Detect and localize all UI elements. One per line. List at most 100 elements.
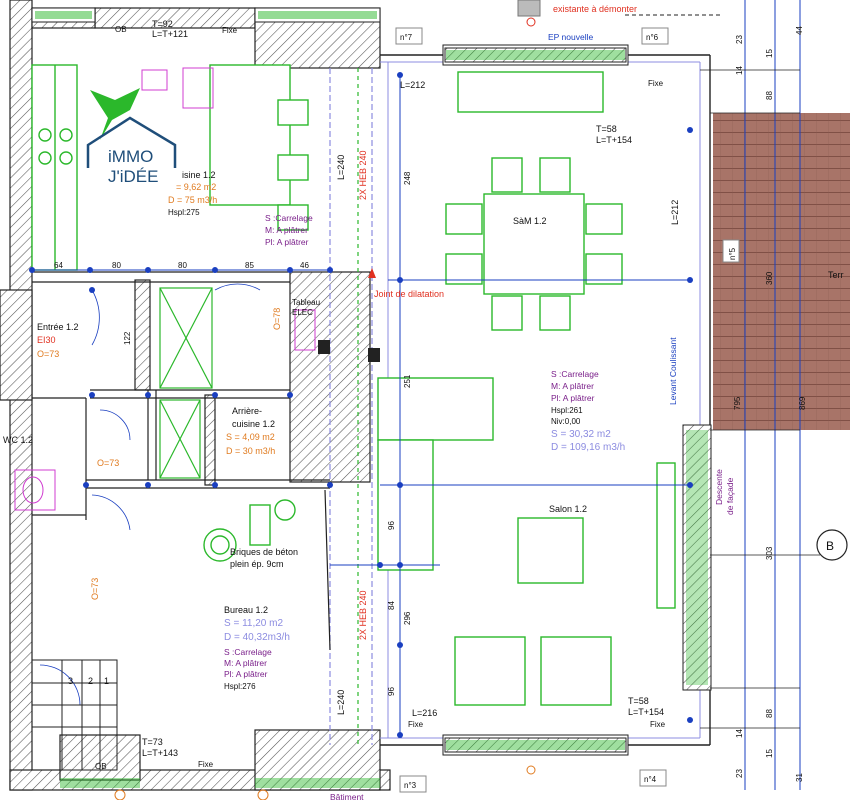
cuisine-name: isine 1.2 [182, 170, 216, 180]
cuisine-murs: M: A plâtrer [265, 225, 308, 235]
dim-96b: 96 [387, 687, 396, 696]
dim-right-795: 795 [733, 396, 742, 410]
sam-name: SàM 1.2 [513, 216, 547, 226]
logo-brand-2: J'iDÉE [108, 167, 158, 186]
dim-right-44: 44 [795, 26, 804, 35]
dim-right-14: 14 [735, 66, 744, 75]
cuisine-surface: = 9,62 m2 [176, 182, 216, 192]
electric-panel [294, 309, 316, 351]
kitchen-furniture [31, 64, 309, 271]
tableau-label-2: ELEC [292, 308, 313, 317]
inner-partitions [32, 68, 373, 745]
dim-right-360: 360 [765, 271, 774, 285]
office-chairs [203, 499, 296, 562]
heb-top-label: 2X HEB 240 [358, 150, 368, 200]
door-swings [39, 283, 261, 706]
heb-bottom-label: 2X HEB 240 [358, 590, 368, 640]
fixe-bottom-right: Fixe [650, 720, 666, 729]
existante-label: existante à démonter [553, 4, 637, 14]
dim-right-869: 869 [798, 396, 807, 410]
bureau-hspl: Hspl:276 [224, 682, 256, 691]
dim-top-46: 46 [300, 261, 309, 270]
toilet [14, 469, 56, 511]
section-marker-b-label: B [826, 539, 834, 553]
facade-label-2: de façade [725, 477, 735, 515]
dim-248: 248 [403, 171, 412, 185]
briques-line-2: plein ép. 9cm [230, 559, 284, 569]
dim-right-23b: 23 [735, 769, 744, 778]
l240-bottom-label: L=240 [336, 690, 346, 715]
stair-step-3: 3 [68, 676, 73, 686]
ob-bottom-label: OB [95, 762, 107, 771]
ref-n7: n°7 [400, 33, 413, 42]
dim-right-31: 31 [795, 773, 804, 782]
ref-n5: n°5 [728, 247, 737, 260]
dim-96a: 96 [387, 521, 396, 530]
cuisine-sol: S :Carrelage [265, 213, 313, 223]
salon-name: Salon 1.2 [549, 504, 587, 514]
stairs [31, 659, 118, 771]
terrace-label: Terr [828, 270, 844, 280]
t92-label: T=92 [152, 19, 173, 29]
living-frame [380, 14, 720, 756]
salon-plafond: Pl: A plâtrer [551, 393, 595, 403]
salon-niv: Niv:0,00 [551, 417, 581, 426]
salon-debit: D = 109,16 m3/h [551, 442, 625, 453]
entree-o: O=73 [37, 349, 59, 359]
bureau-name: Bureau 1.2 [224, 605, 268, 615]
dim-right-88: 88 [765, 91, 774, 100]
dim-122: 122 [123, 331, 132, 345]
drain-marker-bottom [526, 765, 536, 775]
logo-brand-1: iMMO [108, 147, 153, 166]
drain-marker-top [526, 17, 536, 27]
bureau-murs: M: A plâtrer [224, 658, 267, 668]
dim-251: 251 [403, 374, 412, 388]
ref-n3: n°3 [404, 781, 417, 790]
cuisine-debit: D = 75 m3/h [168, 195, 217, 205]
bureau-surface: S = 11,20 m2 [224, 618, 283, 629]
lt143-label: L=T+143 [142, 748, 178, 758]
arriere-debit: D = 30 m3/h [226, 446, 275, 456]
arriere-surface: S = 4,09 m2 [226, 432, 275, 442]
dim-top-64: 64 [54, 261, 63, 270]
ob-top-label: OB [115, 25, 127, 34]
batiment-label: Bâtiment [330, 792, 364, 800]
wc-o: O=73 [97, 458, 119, 468]
salon-furniture [377, 377, 676, 706]
fixe-bottom-mid: Fixe [198, 760, 214, 769]
ref-n4: n°4 [644, 775, 657, 784]
dim-top-85: 85 [245, 261, 254, 270]
company-logo: iMMO J'iDÉE [86, 88, 177, 186]
l212-top-label: L=212 [400, 80, 425, 90]
bureau-debit: D = 40,32m3/h [224, 632, 290, 643]
t73-label: T=73 [142, 737, 163, 747]
tableau-label-1: Tableau [292, 298, 320, 307]
dining-table [445, 71, 623, 331]
fixe-top-left: Fixe [222, 26, 238, 35]
entree-name: Entrée 1.2 [37, 322, 79, 332]
t58-top-label: T=58 [596, 124, 617, 134]
stair-step-1: 1 [104, 676, 109, 686]
facade-label-1: Descente [714, 469, 724, 505]
dim-right-303: 303 [765, 546, 774, 560]
bureau-plafond: Pl: A plâtrer [224, 669, 268, 679]
ep-nouvelle-label: EP nouvelle [548, 32, 593, 42]
stair-step-2: 2 [88, 676, 93, 686]
cuisine-hspl: Hspl:275 [168, 208, 200, 217]
dim-84: 84 [387, 601, 396, 610]
dimension-lines [29, 0, 820, 790]
o73-bureau-label: O=73 [90, 578, 100, 600]
section-marker-b [816, 529, 848, 561]
salon-murs: M: A plâtrer [551, 381, 594, 391]
dim-right-14b: 14 [735, 729, 744, 738]
o78-label: O=78 [272, 308, 282, 330]
lt154-bottom-label: L=T+154 [628, 707, 664, 717]
dim-top-80a: 80 [112, 261, 121, 270]
l216-label: L=216 [412, 708, 437, 718]
fixe-bottom-left: Fixe [408, 720, 424, 729]
briques-line-1: Briques de béton [230, 547, 298, 557]
dim-296: 296 [403, 611, 412, 625]
l240-top-label: L=240 [336, 155, 346, 180]
lt154-top-label: L=T+154 [596, 135, 632, 145]
